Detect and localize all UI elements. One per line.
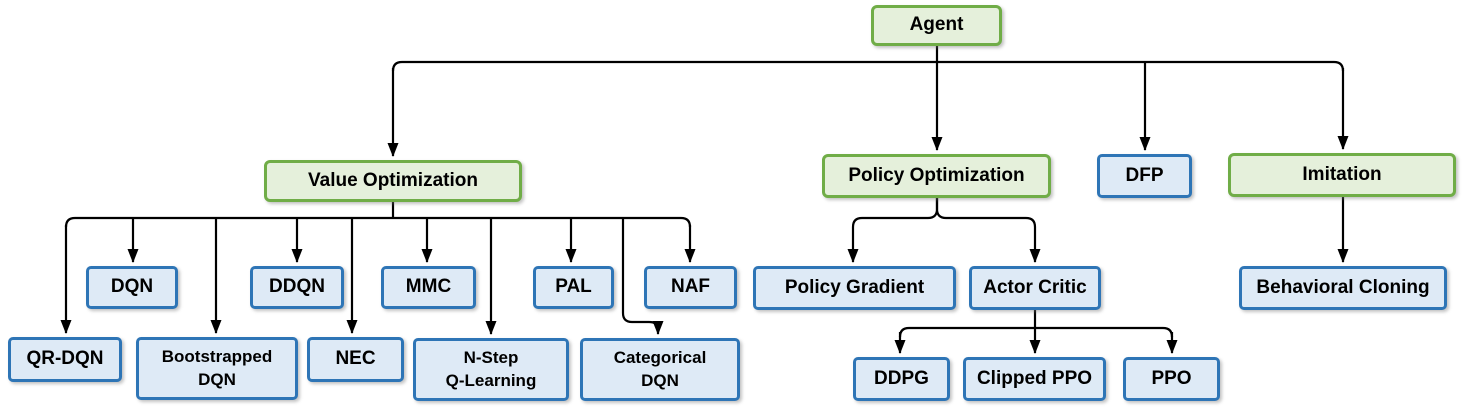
node-dqn: DQN: [86, 266, 178, 309]
node-ddqn: DDQN: [250, 266, 344, 309]
edge-policy-optimization-actor-critic: [935, 198, 1041, 263]
node-qr-dqn: QR-DQN: [8, 337, 122, 382]
node-categorical-dqn: Categorical DQN: [580, 338, 740, 401]
node-behavioral-cloning: Behavioral Cloning: [1239, 266, 1447, 310]
node-mmc: MMC: [381, 266, 476, 309]
node-dfp: DFP: [1097, 154, 1192, 198]
node-policy-gradient: Policy Gradient: [753, 266, 956, 310]
edge-value-optimization-bus: [64, 216, 692, 228]
node-pal: PAL: [533, 266, 614, 309]
edge-agent-bus: [391, 60, 1345, 72]
node-nec: NEC: [307, 337, 404, 382]
node-n-step-q-learning: N-Step Q-Learning: [413, 338, 569, 401]
node-imitation: Imitation: [1228, 153, 1456, 197]
node-agent: Agent: [871, 5, 1002, 46]
node-value-optimization: Value Optimization: [264, 160, 522, 202]
node-policy-optimization: Policy Optimization: [822, 154, 1051, 198]
node-clipped-ppo: Clipped PPO: [963, 357, 1106, 401]
edge-policy-optimization-policy-gradient: [847, 198, 939, 263]
node-bootstrapped-dqn: Bootstrapped DQN: [136, 337, 298, 400]
node-ppo: PPO: [1123, 357, 1220, 401]
edge-value-optimization-categorical-dqn: [621, 218, 664, 335]
node-actor-critic: Actor Critic: [969, 266, 1101, 310]
node-naf: NAF: [644, 266, 737, 309]
node-ddpg: DDPG: [853, 357, 950, 401]
